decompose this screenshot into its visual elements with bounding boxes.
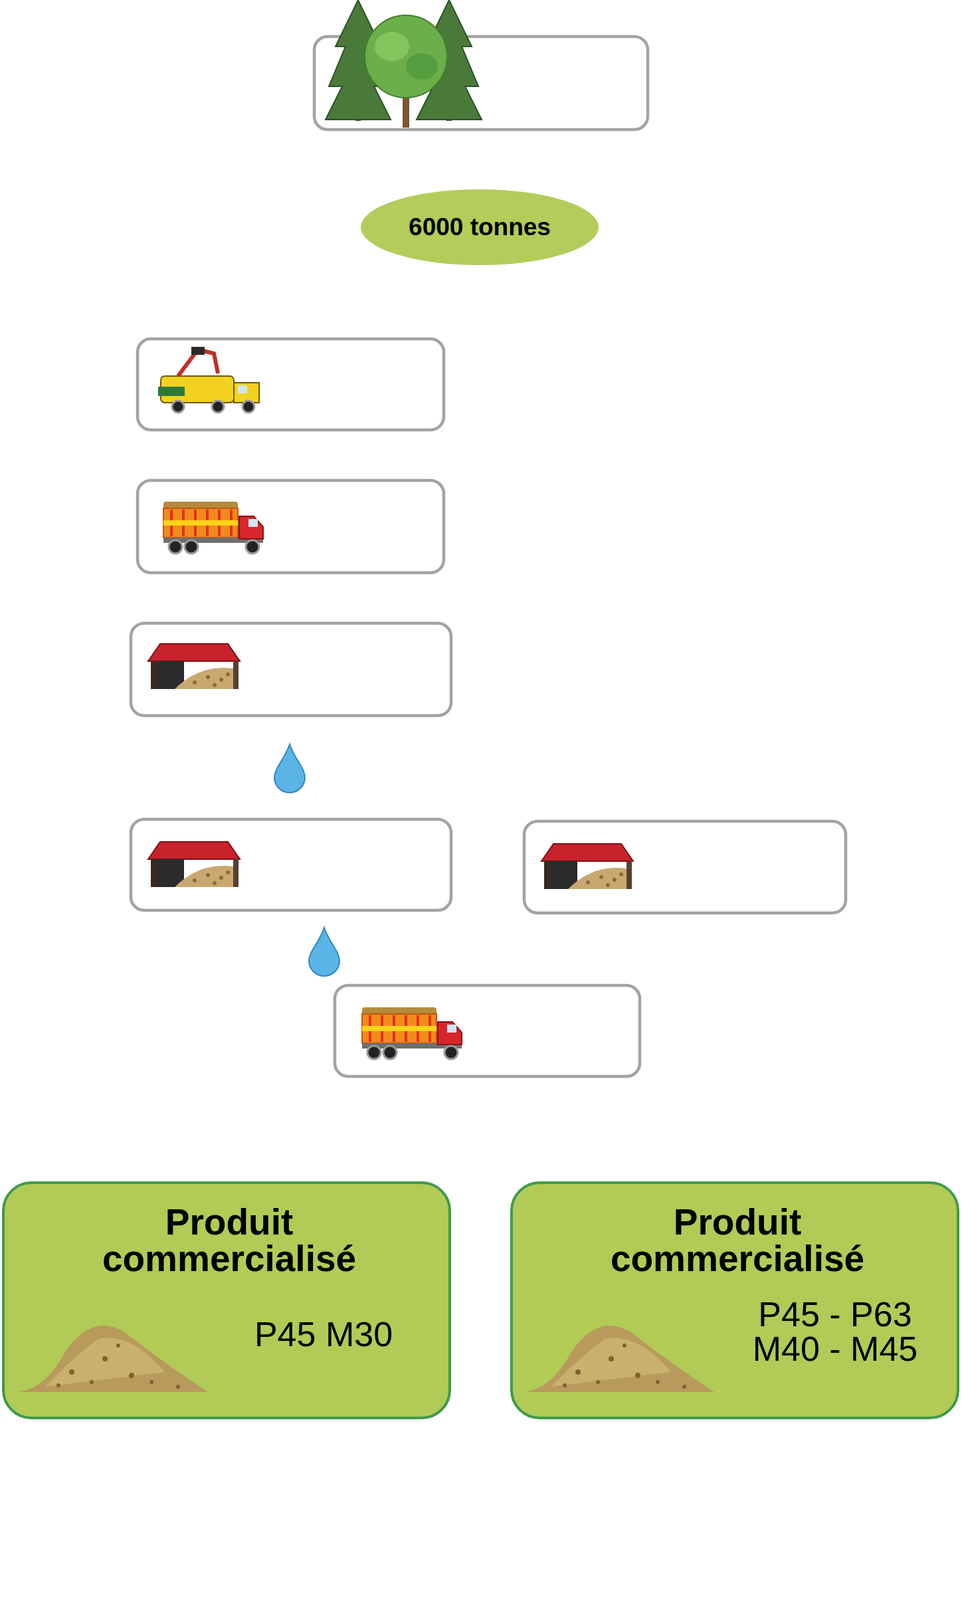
product-box: Produit commercialiséP45 - P63 M40 - M45 [510,1181,960,1420]
product-box: Produit commercialiséP45 M30 [1,1181,452,1420]
forest-box [314,36,648,130]
trees-icon [325,0,482,128]
shed-icon [148,643,240,689]
chipper-icon [158,346,260,413]
woodchip-pile [524,1325,715,1392]
truck-icon [362,1007,462,1059]
shed-icon [148,841,240,887]
chipping-box [137,338,444,430]
shed-icon [541,843,634,889]
text-run: Produit commercialisé [581,1203,894,1277]
storage-box [130,623,452,716]
transport-box [137,480,444,573]
product-grade: P45 M30 [203,1316,444,1352]
product-grade: P45 - P63 M40 - M45 [745,1296,925,1366]
text-run: P45 M30 [254,1316,393,1352]
product-heading: Produit commercialisé [512,1203,962,1277]
moisture-drop [274,744,305,793]
delivery-box [334,985,640,1077]
moisture-drop [308,927,340,976]
storage-box [524,821,846,913]
woodchip-pile [18,1325,208,1392]
ellipse-fill [360,189,599,266]
quantity-label: 6000 tonnes [408,213,551,242]
truck-icon [163,501,264,554]
product-heading: Produit commercialisé [4,1203,454,1277]
quantity-ellipse: 6000 tonnes [360,188,600,266]
text-run: P45 - P63 M40 - M45 [745,1296,925,1366]
storage-box [130,819,452,911]
text-run: Produit commercialisé [73,1203,386,1277]
